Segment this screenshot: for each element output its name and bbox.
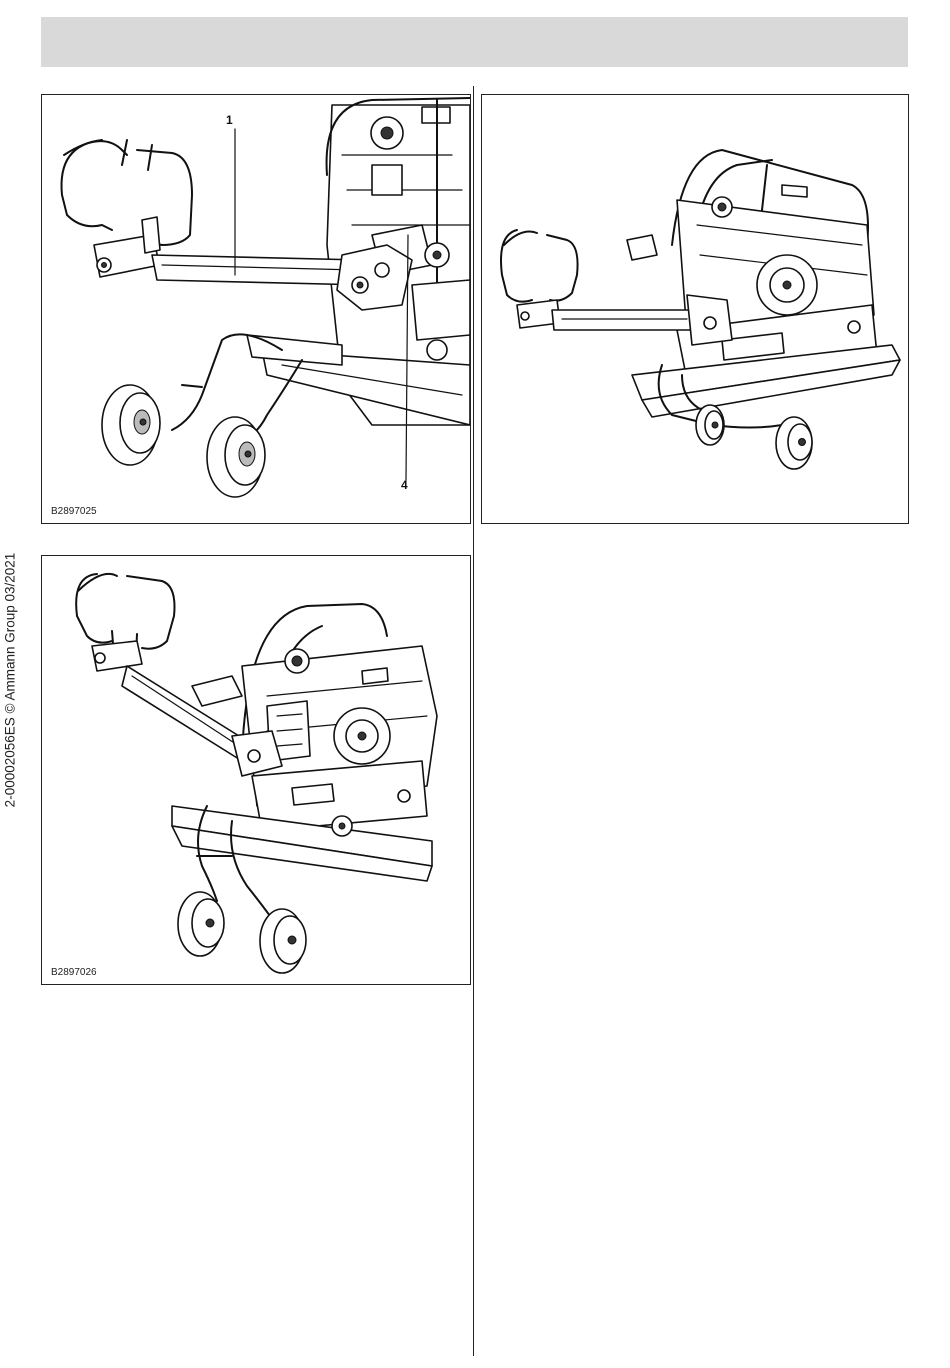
- figure-code: B2897026: [51, 967, 97, 978]
- callout-4: 4: [401, 478, 408, 492]
- figure-machine-handle-folded: [481, 94, 909, 524]
- figure-machine-handle-raised: B2897026: [41, 555, 471, 985]
- callout-1: 1: [226, 113, 233, 127]
- header-bar: [41, 17, 908, 67]
- side-note-text: 2-00002056ES © Ammann Group 03/2021: [3, 553, 18, 808]
- machine-illustration-2: [42, 556, 470, 984]
- column-divider: [473, 86, 474, 1356]
- figure-code: B2897025: [51, 506, 97, 517]
- figure-handle-wheels-closeup: 1 4 B2897025: [41, 94, 471, 524]
- machine-illustration-3: [482, 95, 908, 523]
- machine-illustration-1: [42, 95, 470, 523]
